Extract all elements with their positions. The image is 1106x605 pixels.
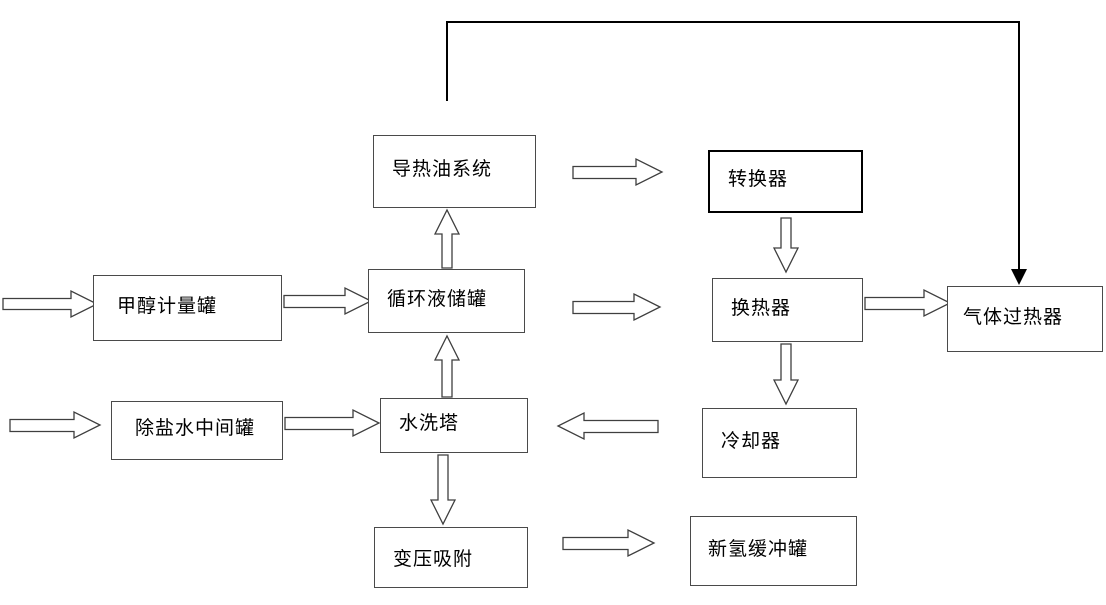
- node-label: 除盐水中间罐: [135, 418, 256, 439]
- arrow-inlet-to-methanol-tank: [2, 289, 99, 319]
- node-converter: 转换器: [708, 150, 863, 213]
- arrow-psa-to-hydrogen-buffer-tank: [562, 528, 656, 558]
- arrow-converter-to-heat-exchanger: [772, 217, 800, 274]
- node-circulating-liquid-tank: 循环液储罐: [368, 269, 525, 333]
- arrow-inlet-to-desalted-water-tank: [9, 410, 102, 440]
- arrow-heat-exchanger-to-cooler: [772, 343, 800, 406]
- arrow-methanol-tank-to-circulating-tank: [283, 286, 373, 316]
- recycle-line-arrowhead: [1011, 269, 1027, 285]
- node-label: 冷却器: [721, 430, 782, 452]
- node-gas-superheater: 气体过热器: [947, 286, 1103, 352]
- node-label: 换热器: [731, 297, 792, 319]
- node-heat-exchanger: 换热器: [712, 278, 863, 342]
- node-methanol-metering-tank: 甲醇计量罐: [93, 275, 282, 341]
- node-label: 新氢缓冲罐: [708, 538, 809, 560]
- arrow-wash-tower-to-psa: [429, 454, 457, 526]
- node-cooler: 冷却器: [702, 408, 857, 478]
- arrow-oil-system-to-converter: [572, 157, 664, 187]
- node-label: 甲醇计量罐: [117, 295, 218, 317]
- node-label: 循环液储罐: [387, 288, 488, 310]
- node-fresh-hydrogen-buffer-tank: 新氢缓冲罐: [690, 516, 857, 586]
- arrow-circulating-tank-to-oil-system: [433, 208, 461, 269]
- node-label: 气体过热器: [963, 306, 1064, 328]
- node-label: 变压吸附: [393, 549, 474, 570]
- node-label: 水洗塔: [399, 413, 460, 434]
- node-pressure-swing-adsorption: 变压吸附: [374, 527, 528, 588]
- arrow-cooler-to-wash-tower: [556, 411, 659, 441]
- recycle-line: [446, 21, 1020, 281]
- node-desalted-water-tank: 除盐水中间罐: [111, 401, 283, 460]
- node-label: 转换器: [728, 169, 789, 190]
- arrow-heat-exchanger-to-gas-superheater: [864, 288, 952, 318]
- arrow-circulating-tank-to-heat-exchanger: [572, 292, 662, 322]
- node-water-wash-tower: 水洗塔: [380, 398, 528, 453]
- node-label: 导热油系统: [392, 159, 493, 180]
- arrow-wash-tower-to-circulating-tank: [433, 334, 461, 398]
- node-heat-oil-system: 导热油系统: [373, 135, 536, 208]
- arrow-desalted-water-tank-to-wash-tower: [284, 408, 381, 438]
